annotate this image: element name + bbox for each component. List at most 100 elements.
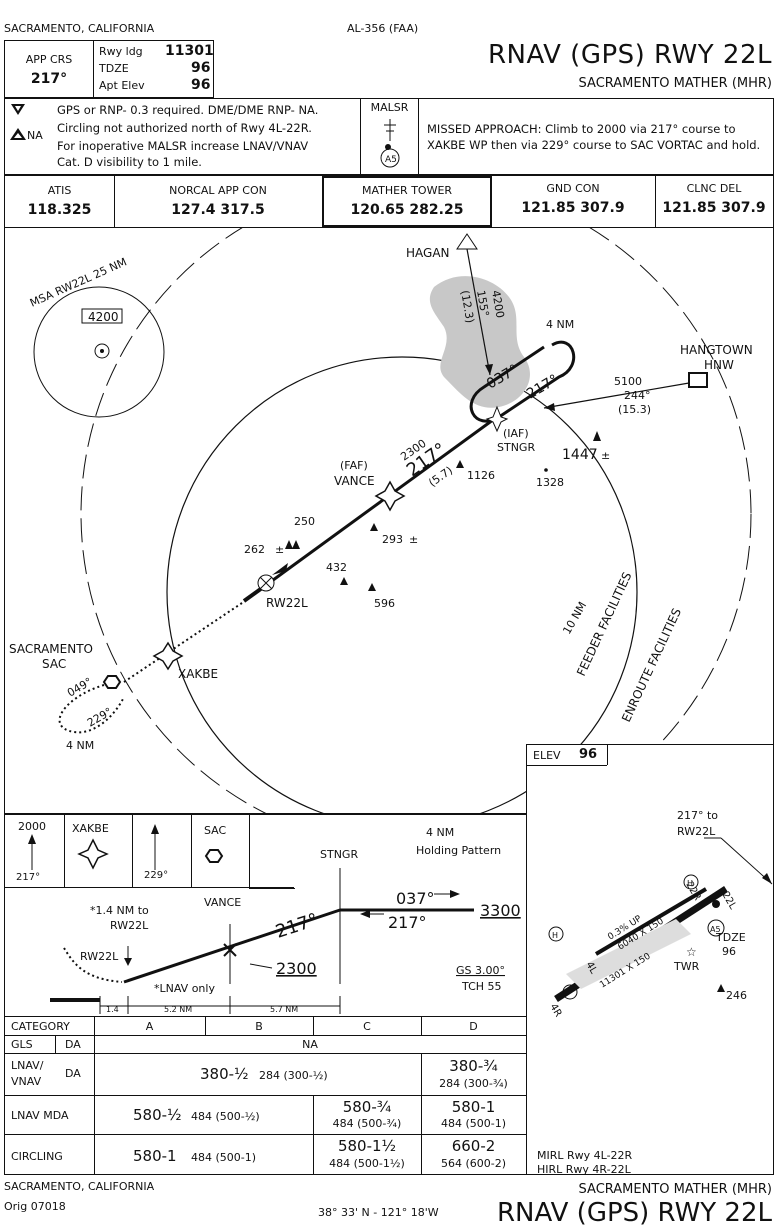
svg-text:217°: 217°: [388, 913, 427, 932]
alternate-na-icon: [10, 128, 26, 140]
comm-freq-atis: 118.325: [27, 202, 92, 218]
app-crs-value: 217°: [30, 71, 68, 87]
svg-text:293: 293: [382, 533, 403, 546]
lnavvnav-da: DA: [65, 1067, 81, 1080]
svg-text:SAC: SAC: [204, 824, 227, 837]
svg-text:217°: 217°: [273, 909, 321, 942]
svg-text:432: 432: [326, 561, 347, 574]
circ-ab-main: 580-1: [133, 1147, 177, 1165]
cat-b: B: [255, 1020, 263, 1033]
svg-text:±: ±: [601, 449, 610, 462]
svg-text:HNW: HNW: [704, 358, 734, 372]
lnav-d-sub: 484 (500-1): [440, 1117, 507, 1130]
note-line1: GPS or RNP- 0.3 required. DME/DME RNP- N…: [57, 103, 319, 117]
cold-temp-icon: [11, 104, 25, 115]
course-note-2: RW22L: [677, 825, 716, 838]
missed-approach-text: MISSED APPROACH: Climb to 2000 via 217° …: [427, 122, 761, 152]
hagan-fix-icon: [456, 233, 478, 250]
svg-text:TWR: TWR: [673, 960, 700, 973]
svg-text:ENROUTE FACILITIES: ENROUTE FACILITIES: [619, 606, 684, 724]
svg-text:155°: 155°: [474, 289, 491, 317]
svg-text:250: 250: [294, 515, 315, 528]
missed-hold: [58, 684, 125, 734]
sac-icon: [204, 849, 224, 863]
airport-diagram-drawing: H H A5 TDZE 96 TWR ☆ 246 0.3% UP 6040 X …: [547, 837, 773, 1019]
sacramento-label: SACRAMENTO: [9, 642, 93, 656]
svg-text:1126: 1126: [467, 469, 495, 482]
xakbe-icon: [77, 838, 109, 870]
svg-text:±: ±: [409, 533, 418, 546]
svg-text:4 NM: 4 NM: [66, 739, 94, 752]
elev-label: ELEV: [533, 749, 561, 762]
svg-text:VANCE: VANCE: [204, 896, 241, 909]
svg-text:*1.4 NM to: *1.4 NM to: [90, 904, 149, 917]
stngr-waypoint-icon: [485, 405, 509, 433]
svg-text:1328: 1328: [536, 476, 564, 489]
comm-name-approach: NORCAL APP CON: [169, 184, 267, 197]
svg-text:4200: 4200: [489, 289, 507, 319]
msa-label: MSA RW22L 25 NM: [28, 255, 129, 309]
svg-text:(12.3): (12.3): [458, 289, 477, 324]
lnavvnav-abc-sub: 284 (300-½): [259, 1069, 328, 1082]
cat-a: A: [145, 1020, 154, 1033]
svg-text:(IAF): (IAF): [503, 427, 529, 440]
circ-d-main: 660-2: [451, 1137, 496, 1155]
svg-text:22L: 22L: [719, 890, 738, 912]
procedure-title: RNAV (GPS) RWY 22L: [487, 40, 772, 70]
svg-text:VANCE: VANCE: [334, 474, 375, 488]
comm-name-atis: ATIS: [47, 184, 72, 197]
na-label: NA: [27, 129, 43, 142]
airport-diagram: ELEV 96 217° to RW22L MIRL Rwy 4L-22R HI…: [526, 744, 774, 1176]
gls-da: DA: [65, 1038, 81, 1051]
svg-text:1447: 1447: [562, 447, 598, 463]
svg-text:246: 246: [726, 989, 747, 1002]
svg-text:244°: 244°: [624, 389, 651, 402]
lnavvnav-label-1: LNAV/: [11, 1059, 44, 1072]
svg-text:5.7 NM: 5.7 NM: [270, 1005, 298, 1014]
svg-text:5.2 NM: 5.2 NM: [164, 1005, 192, 1014]
sac-vortac-icon: [102, 675, 122, 689]
runway-4l-22r: [594, 887, 708, 956]
svg-text:STNGR: STNGR: [497, 441, 535, 454]
rw22l-label: RW22L: [266, 596, 308, 610]
location-top: SACRAMENTO, CALIFORNIA: [4, 22, 155, 35]
cat-d: D: [469, 1020, 478, 1033]
svg-text:XAKBE: XAKBE: [72, 822, 109, 835]
circling-label: CIRCLING: [11, 1150, 63, 1163]
svg-text:±: ±: [275, 543, 284, 556]
comm-name-ground: GND CON: [546, 182, 600, 195]
svg-text:2300: 2300: [276, 959, 317, 978]
tower-highlight: [322, 176, 492, 227]
lnav-d-main: 580-1: [451, 1098, 496, 1116]
svg-text:H: H: [687, 879, 693, 888]
profile-drawing: 2000 217° XAKBE 229° SAC STNGR 4 NM Hold…: [16, 820, 521, 1014]
circ-d-sub: 564 (600-2): [440, 1157, 507, 1170]
note-line3: For inoperative MALSR increase LNAV/VNAV: [57, 139, 309, 153]
notes-box: NA GPS or RNP- 0.3 required. DME/DME RNP…: [4, 98, 774, 175]
svg-text:GS 3.00°: GS 3.00°: [456, 964, 505, 977]
lnavvnav-abc-main: 380-½: [200, 1065, 249, 1083]
vance-faf-icon: [374, 480, 406, 512]
rwy-ldg-label: Rwy ldg: [99, 45, 143, 58]
svg-text:(15.3): (15.3): [618, 403, 651, 416]
ten-nm-ring: [166, 356, 638, 814]
svg-text:037°: 037°: [396, 889, 435, 908]
lnav-ab-main: 580-½: [133, 1106, 182, 1124]
comm-freq-tower: 120.65 282.25: [350, 202, 464, 218]
comm-freq-clearance: 121.85 307.9: [662, 200, 766, 216]
gls-value: NA: [302, 1038, 318, 1051]
category-label: CATEGORY: [11, 1020, 70, 1033]
missed-icons-strip: [4, 814, 295, 889]
circ-c-main: 580-1½: [337, 1137, 397, 1155]
svg-text:☆: ☆: [686, 945, 697, 959]
minimums-table: CATEGORY A B C D GLS DA NA LNAV/ VNAV DA…: [4, 1016, 527, 1175]
note-line2: Circling not authorized north of Rwy 4L-…: [57, 121, 312, 135]
svg-text:H: H: [552, 931, 558, 940]
comm-name-tower: MATHER TOWER: [361, 184, 453, 197]
malsr-icon: A5: [380, 119, 400, 168]
svg-text:RW22L: RW22L: [110, 919, 149, 932]
app-crs-label: APP CRS: [25, 53, 73, 66]
xakbe-waypoint-icon: [152, 641, 184, 671]
footer-title: RNAV (GPS) RWY 22L: [496, 1198, 772, 1228]
svg-text:217°: 217°: [16, 872, 40, 883]
